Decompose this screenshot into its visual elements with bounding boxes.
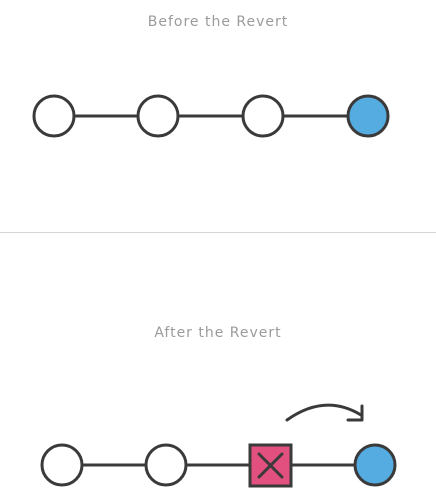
before-revert-title: Before the Revert (147, 14, 289, 30)
x-mark-icon (257, 452, 284, 479)
commit-node (241, 94, 285, 138)
before-revert-diagram (32, 94, 390, 138)
commit-node (144, 443, 188, 487)
reverted-commit-node (248, 443, 293, 488)
commit-node (40, 443, 84, 487)
section-divider (0, 232, 436, 233)
commit-node (136, 94, 180, 138)
curved-arrow-icon (285, 403, 364, 422)
after-revert-title: After the Revert (154, 325, 282, 341)
head-commit-node (353, 443, 397, 487)
head-commit-node (346, 94, 390, 138)
commit-node (32, 94, 76, 138)
after-revert-diagram (40, 403, 397, 488)
